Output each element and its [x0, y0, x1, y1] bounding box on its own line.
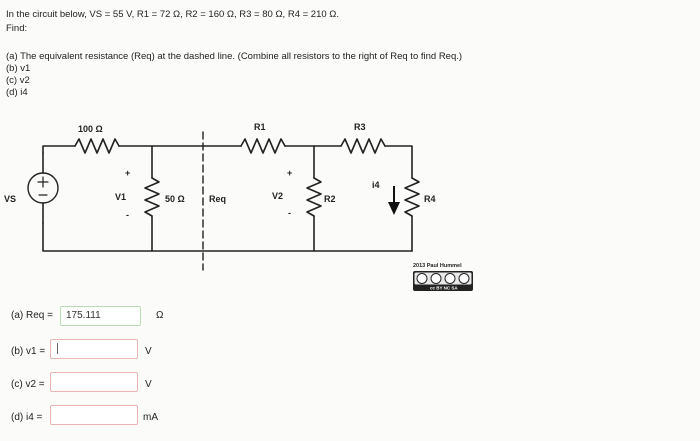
v1-answer-input[interactable]	[50, 339, 138, 359]
v1-plus-sign: +	[125, 168, 130, 178]
current-arrow-i4	[388, 186, 400, 215]
resistor-50-label: 50 Ω	[165, 194, 185, 204]
question-parts: (a) The equivalent resistance (Req) at t…	[6, 51, 462, 99]
answer-c-unit: V	[145, 379, 152, 390]
resistor-r1-zigzag	[240, 138, 286, 154]
v2-label: V2	[272, 191, 283, 201]
r4-label: R4	[424, 194, 436, 204]
resistor-50-zigzag	[144, 177, 160, 217]
source-label: VS	[4, 194, 16, 204]
v1-label: V1	[115, 192, 126, 202]
answer-a-unit: Ω	[156, 310, 164, 321]
req-answer-input[interactable]: 175.111	[60, 306, 141, 326]
answer-d-label: (d) i4 =	[11, 412, 43, 423]
part-b-text: (b) v1	[6, 63, 31, 74]
v2-plus-sign: +	[287, 168, 292, 178]
resistor-r2-zigzag	[306, 177, 322, 217]
resistor-r4-zigzag	[404, 177, 420, 217]
copyright-credit: 2013 Paul Hummel	[413, 263, 462, 269]
r2-label: R2	[324, 194, 336, 204]
wire-top-left	[42, 145, 76, 154]
find-label: Find:	[6, 23, 28, 34]
i4-label: i4	[372, 180, 380, 190]
resistor-r3-zigzag	[340, 138, 386, 154]
wire-top-right	[384, 145, 413, 179]
part-c-text: (c) v2	[6, 75, 30, 86]
cc-license-badge: cc BY NC SA	[413, 271, 473, 291]
answer-d-unit: mA	[143, 412, 158, 423]
answer-c-label: (c) v2 =	[11, 379, 45, 390]
i4-answer-input[interactable]	[50, 405, 138, 425]
r3-label: R3	[354, 122, 366, 132]
part-a-text: (a) The equivalent resistance (Req) at t…	[6, 51, 463, 62]
v1-minus-sign: -	[126, 210, 129, 220]
answer-b-label: (b) v1 =	[11, 346, 46, 357]
r1-label: R1	[254, 122, 266, 132]
req-label: Req	[209, 194, 226, 204]
v2-minus-sign: -	[288, 208, 291, 218]
license-badge-text: cc BY NC SA	[430, 286, 458, 291]
wire-bottom	[42, 222, 413, 252]
resistor-100-zigzag	[74, 138, 120, 154]
problem-statement: In the circuit below, VS = 55 V, R1 = 72…	[6, 9, 340, 20]
resistor-100-label: 100 Ω	[78, 124, 103, 134]
text-cursor	[57, 342, 58, 354]
part-d-text: (d) i4	[6, 87, 28, 98]
answer-b-unit: V	[145, 346, 152, 357]
v2-answer-input[interactable]	[50, 372, 138, 392]
answer-a-label: (a) Req =	[11, 310, 53, 321]
